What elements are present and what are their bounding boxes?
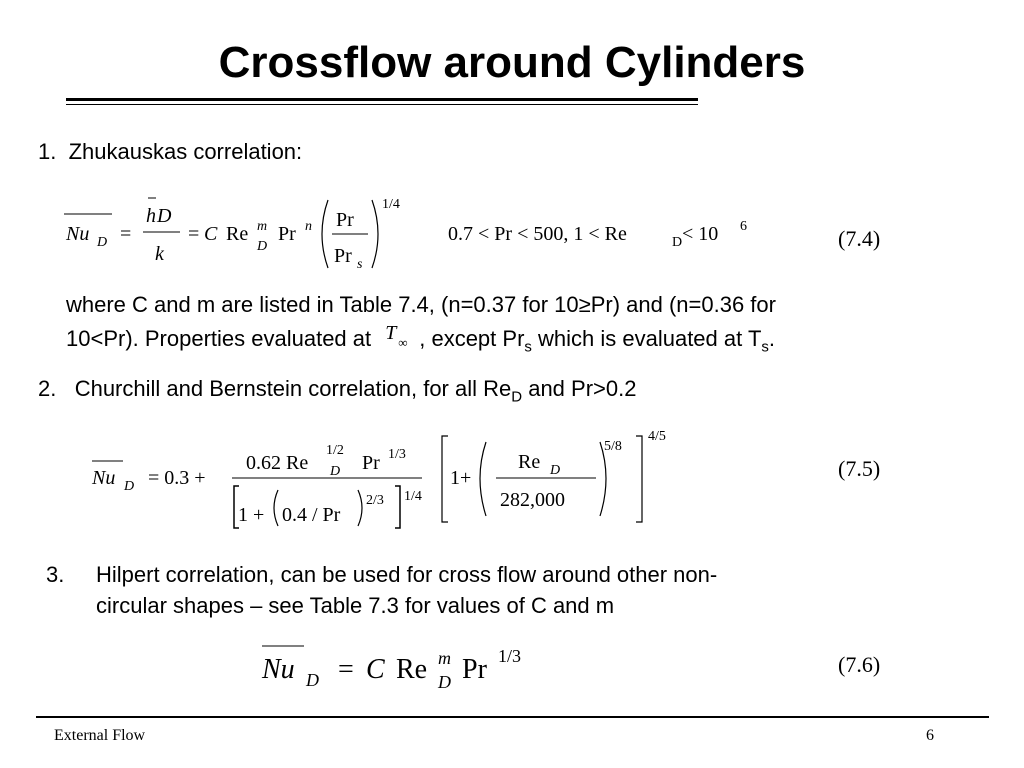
eq2-num-coef: 0.62 Re: [246, 452, 308, 474]
eq2-den-left-paren: [273, 489, 279, 527]
item-2-number: 2.: [38, 376, 57, 401]
eq2-nu: Nu: [91, 467, 115, 489]
item-2-sub: D: [511, 388, 523, 406]
eq1-m: m: [257, 219, 267, 234]
eq1-h: h: [146, 205, 156, 227]
paragraph-line-2-b: , except Pr: [419, 326, 525, 351]
eq2-inner-exp: 5/8: [604, 439, 622, 454]
t-infinity-symbol: T∞: [377, 322, 419, 350]
paragraph-line-1: where C and m are listed in Table 7.4, (…: [66, 292, 776, 317]
t-infinity-t: T: [385, 322, 397, 344]
eq1-range-exp: 6: [740, 219, 747, 234]
equation-number-7-5: (7.5): [838, 456, 881, 481]
eq3-nu: Nu: [261, 654, 295, 685]
eq1-re-sub: D: [256, 239, 267, 254]
equation-7-5: Nu D = 0.3 + 0.62 Re 1/2 D Pr 1/3 1 + 0.…: [91, 429, 666, 529]
paragraph-line-2-sub2: s: [761, 338, 769, 356]
eq2-sub-d: D: [123, 479, 134, 494]
eq2-lead: = 0.3 +: [148, 467, 206, 489]
item-2-text-a: Churchill and Bernstein correlation, for…: [74, 376, 512, 401]
eq2-outer-exp: 4/5: [648, 429, 666, 444]
item-3-line-1: Hilpert correlation, can be used for cro…: [96, 562, 718, 587]
eq1-sub-d: D: [96, 235, 107, 250]
page-number: 6: [926, 727, 934, 744]
eq3-sub-d2: D: [437, 672, 451, 692]
eq2-den-exp1: 2/3: [366, 493, 384, 508]
eq1-left-paren: [321, 199, 329, 269]
item-3-line-2: circular shapes – see Table 7.3 for valu…: [96, 593, 615, 618]
item-1-text: Zhukauskas correlation:: [68, 139, 303, 164]
equation-7-4: Nu D = h D k = C Re m D Pr n Pr Pr s 1/4…: [64, 197, 747, 272]
paragraph-line-2-a: 10<Pr). Properties evaluated at: [66, 326, 378, 351]
eq2-den-b: 0.4 / Pr: [282, 504, 341, 526]
paragraph-line-2-c: which is evaluated at T: [531, 326, 762, 351]
eq1-re: Re: [226, 223, 248, 245]
eq1-equals: =: [120, 223, 131, 245]
paragraph-line-2: 10<Pr). Properties evaluated at T∞, exce…: [66, 322, 776, 362]
item-1-number: 1.: [38, 139, 57, 164]
eq2-num-pr-exp: 1/3: [388, 447, 406, 462]
eq1-d: D: [156, 205, 172, 227]
eq1-pr: Pr: [278, 223, 296, 245]
eq3-c: C: [366, 654, 385, 685]
eq2-bracket-one: 1+: [450, 467, 471, 489]
eq3-exp: 1/3: [498, 646, 521, 666]
eq1-range-sub: D: [672, 235, 682, 250]
item-2-text-b: and Pr>0.2: [522, 376, 637, 401]
eq1-ratio-den: Pr: [334, 245, 352, 267]
eq2-den-right-bracket: [395, 485, 401, 529]
eq1-s: s: [357, 257, 363, 272]
equation-number-7-4: (7.4): [838, 226, 881, 251]
footer-title: External Flow: [54, 727, 146, 744]
paragraph-line-2-sub1: s: [524, 338, 532, 356]
eq1-k: k: [155, 243, 165, 265]
eq2-num-sub: D: [329, 464, 340, 479]
eq2-outer-right-bracket: [636, 435, 643, 523]
eq3-m: m: [438, 648, 451, 668]
eq1-exp: 1/4: [382, 197, 400, 212]
footer-rule: [36, 716, 989, 718]
eq1-right-paren: [371, 199, 379, 269]
eq2-frac-den: 282,000: [500, 489, 565, 511]
equation-7-6: Nu D = C Re m D Pr 1/3: [261, 645, 521, 692]
slide-title: Crossflow around Cylinders: [218, 38, 806, 87]
item-3-number: 3.: [46, 562, 65, 587]
eq2-inner-left-paren: [479, 441, 487, 517]
eq1-c: C: [204, 223, 218, 245]
eq2-frac-num: Re: [518, 451, 540, 473]
eq2-den-right-paren: [357, 489, 363, 527]
eq3-re: Re: [396, 654, 427, 685]
eq3-equals: =: [338, 654, 354, 685]
title-underline-thin: [66, 104, 698, 105]
item-2: 2. Churchill and Bernstein correlation, …: [38, 374, 636, 412]
eq2-den-exp2: 1/4: [404, 489, 422, 504]
eq2-inner-right-paren: [599, 441, 607, 517]
title-underline-thick: [66, 98, 698, 101]
equation-number-7-6: (7.6): [838, 652, 881, 677]
eq1-range: 0.7 < Pr < 500, 1 < Re: [448, 223, 627, 245]
eq1-nu: Nu: [65, 223, 89, 245]
eq2-num-pr: Pr: [362, 452, 380, 474]
eq3-sub-d: D: [305, 670, 319, 690]
eq1-ratio-num: Pr: [336, 209, 354, 231]
eq2-outer-left-bracket: [441, 435, 448, 523]
eq2-num-exp: 1/2: [326, 443, 344, 458]
eq1-n: n: [305, 219, 312, 234]
eq2-den-left-bracket: [233, 485, 239, 529]
t-infinity-sub: ∞: [398, 335, 408, 350]
eq1-range-end: < 10: [682, 223, 718, 245]
eq2-frac-sub: D: [549, 463, 560, 478]
eq1-equals-2: =: [188, 223, 199, 245]
paragraph-line-2-d: .: [768, 326, 776, 351]
eq3-pr: Pr: [462, 654, 488, 685]
item-1: 1. Zhukauskas correlation:: [38, 137, 302, 167]
eq2-den-a: 1 +: [238, 504, 264, 526]
